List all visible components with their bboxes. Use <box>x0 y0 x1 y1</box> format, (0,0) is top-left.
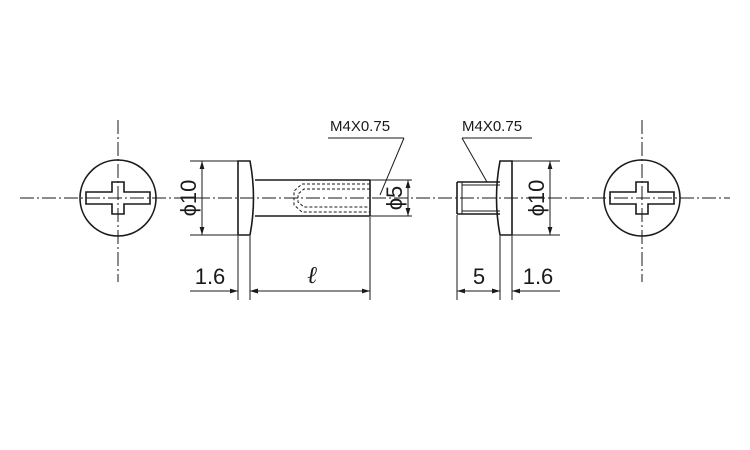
label-5: 5 <box>473 264 485 289</box>
label-thread-right: M4X0.75 <box>462 118 522 135</box>
leader-line-thread-right <box>461 137 488 183</box>
hidden-thread-hole <box>293 183 370 213</box>
right-head-circle <box>603 159 681 237</box>
label-phi5: ϕ5 <box>382 186 407 211</box>
label-1-6-right: 1.6 <box>523 264 554 289</box>
label-1-6-left: 1.6 <box>195 264 226 289</box>
leader-line-thread-left <box>379 137 405 196</box>
label-length: ℓ <box>307 261 317 289</box>
right-end-view <box>603 120 681 282</box>
label-thread-left: M4X0.75 <box>330 118 390 135</box>
left-end-view <box>79 120 157 282</box>
label-phi10-right: ϕ10 <box>524 180 549 217</box>
hidden-thread-minor <box>297 188 370 208</box>
left-cross-recess-icon <box>85 181 151 215</box>
left-head-circle <box>79 159 157 237</box>
female-screw-head <box>495 160 513 236</box>
right-cross-recess-icon <box>609 181 675 215</box>
label-phi10-left: ϕ10 <box>176 180 201 217</box>
male-screw-head <box>237 160 255 236</box>
male-screw-side-view: ϕ10 ϕ5 M4X0.75 1.6 ℓ <box>176 118 412 300</box>
female-screw-side-view: ϕ10 M4X0.75 5 1.6 <box>456 118 560 300</box>
